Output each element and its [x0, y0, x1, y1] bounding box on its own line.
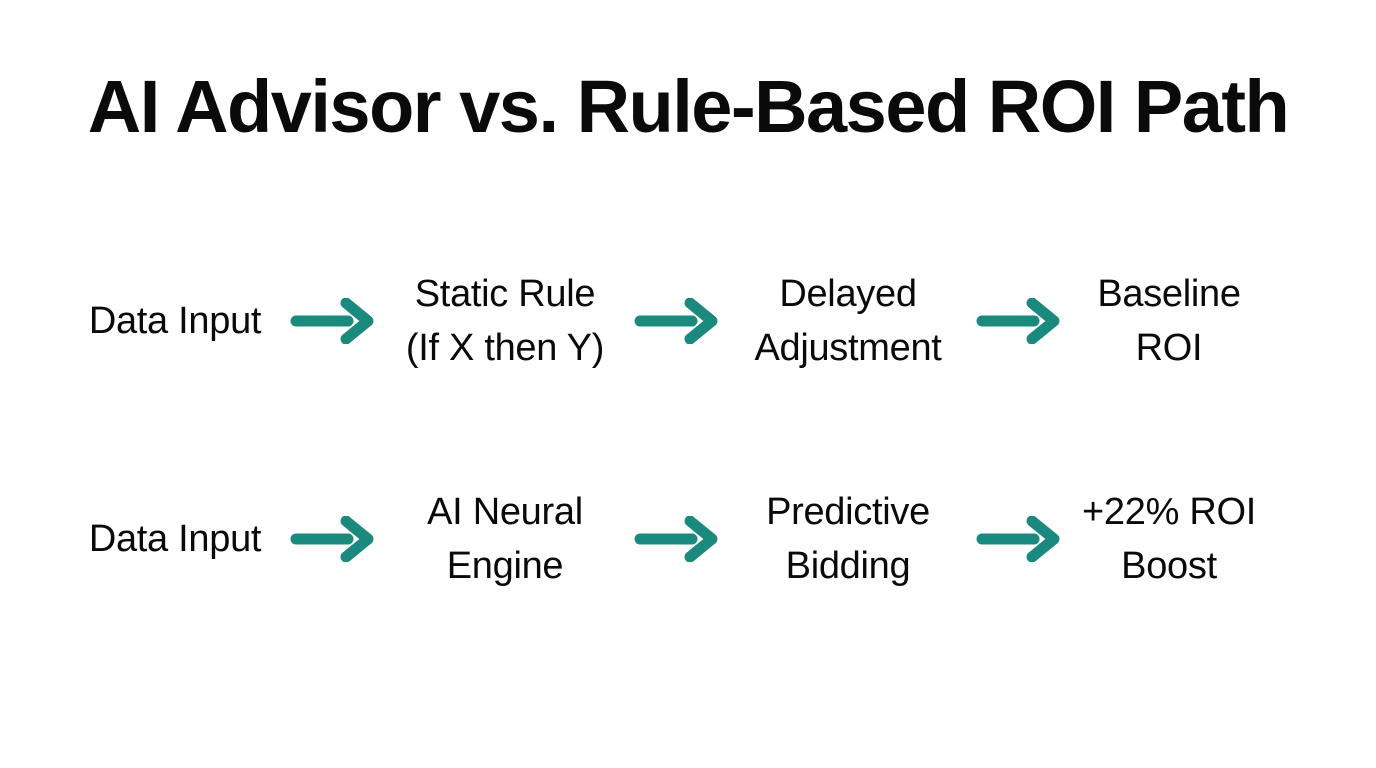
arrow-right-icon [290, 298, 376, 344]
flow-row-rule-based: Data Input Static Rule (If X then Y) Del… [60, 266, 1316, 376]
flow-node: Baseline ROI [1062, 267, 1276, 375]
page-title: AI Advisor vs. Rule-Based ROI Path [87, 65, 1290, 148]
flow-node: Predictive Bidding [720, 485, 976, 593]
flow-node: +22% ROI Boost [1062, 485, 1276, 593]
flow-node: Data Input [60, 294, 290, 348]
flow-node: Data Input [60, 512, 290, 566]
flow-node-line: ROI [1135, 327, 1203, 369]
flow-node-line: AI Neural [427, 491, 583, 533]
flow-node-line: Baseline [1097, 273, 1241, 315]
arrow-right-icon [634, 516, 720, 562]
flow-node-line: Boost [1121, 545, 1217, 587]
flow-node-line: +22% ROI [1082, 491, 1256, 533]
flow-node: Static Rule (If X then Y) [376, 267, 634, 375]
flow-node-line: Predictive [766, 491, 930, 533]
flow-row-ai-advisor: Data Input AI Neural Engine Predictive B… [60, 484, 1316, 594]
flow-node-line: Delayed [779, 273, 917, 315]
flow-node: AI Neural Engine [376, 485, 634, 593]
flow-node-line: Data Input [88, 300, 262, 342]
flow-node-line: Data Input [88, 518, 262, 560]
flow-node-line: Engine [446, 545, 564, 587]
arrow-right-icon [976, 516, 1062, 562]
flow-node-line: Static Rule [414, 273, 596, 315]
flow-node: Delayed Adjustment [720, 267, 976, 375]
flow-node-line: Bidding [785, 545, 911, 587]
flow-node-line: Adjustment [754, 327, 942, 369]
arrow-right-icon [290, 516, 376, 562]
arrow-right-icon [976, 298, 1062, 344]
flow-node-line: (If X then Y) [405, 327, 605, 369]
arrow-right-icon [634, 298, 720, 344]
